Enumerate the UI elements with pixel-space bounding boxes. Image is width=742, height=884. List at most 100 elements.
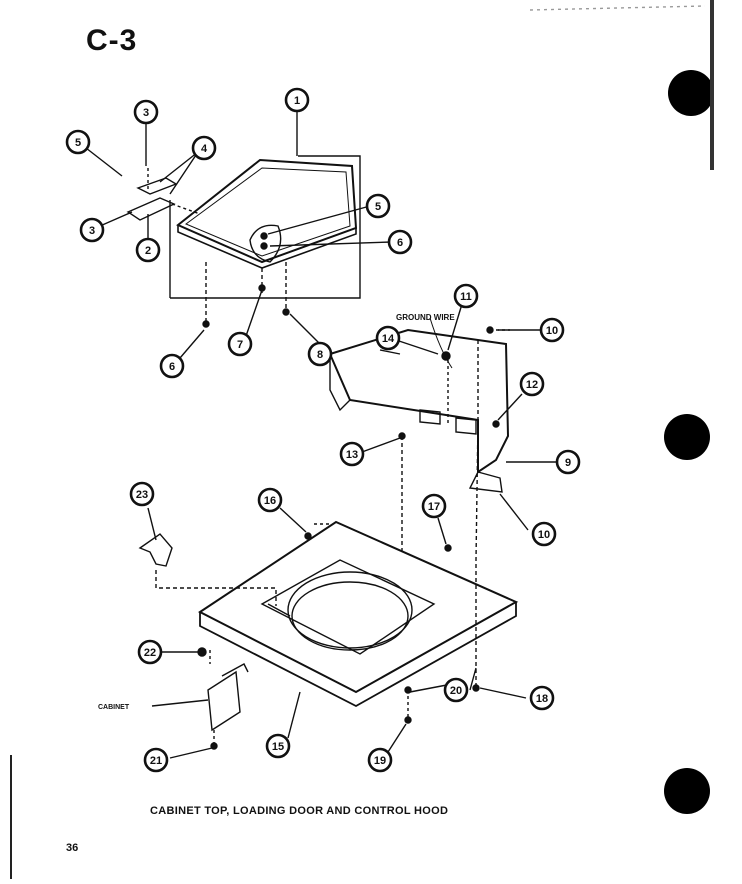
- leader-17: [437, 517, 447, 545]
- callout-circle: [65, 129, 91, 155]
- screw-12: [492, 420, 500, 428]
- control-hood: [328, 328, 510, 474]
- screw-6: [202, 320, 210, 328]
- callout-circle: [539, 317, 565, 343]
- callout-circle: [453, 283, 479, 309]
- cabinet-bracket: [207, 670, 241, 732]
- leader-19: [387, 723, 407, 753]
- leader-20-alt: [469, 667, 477, 691]
- callout-9: 9: [555, 449, 581, 475]
- callout-circle: [137, 639, 163, 665]
- ground-screw-14: [441, 351, 451, 361]
- hinge-dash: [171, 203, 201, 215]
- callout-circle: [79, 217, 105, 243]
- margin-line: [10, 755, 12, 879]
- callout-13: 13: [339, 441, 365, 467]
- leader-4: [159, 151, 199, 195]
- figure-caption: CABINET TOP, LOADING DOOR AND CONTROL HO…: [150, 805, 449, 817]
- callout-8: 8: [307, 341, 333, 367]
- callout-number: 10: [546, 325, 558, 337]
- screw-17: [444, 544, 452, 552]
- callout-3: 3: [133, 99, 159, 125]
- callout-circle: [443, 677, 469, 703]
- screw-16: [304, 532, 312, 540]
- callout-16: 16: [257, 487, 283, 513]
- callout-number: 22: [144, 647, 156, 659]
- dash-10: [475, 340, 479, 686]
- callout-4: 4: [191, 135, 217, 161]
- callout-19: 19: [367, 747, 393, 773]
- leader-8: [289, 313, 321, 345]
- callout-number: 11: [460, 291, 472, 303]
- callout-circle: [143, 747, 169, 773]
- leader-6a: [269, 241, 393, 247]
- callout-number: 10: [538, 529, 550, 541]
- callout-number: 21: [150, 755, 162, 767]
- callout-22: 22: [137, 639, 163, 665]
- callout-circle: [339, 441, 365, 467]
- hood-bracket: [468, 471, 503, 493]
- screw-18: [472, 684, 480, 692]
- callout-23: 23: [129, 481, 155, 507]
- callout-number: 8: [317, 349, 323, 361]
- leader-13: [361, 437, 401, 453]
- callout-number: 17: [428, 501, 440, 513]
- callout-circle: [307, 341, 333, 367]
- callout-6: 6: [159, 353, 185, 379]
- leader-5a: [85, 147, 123, 177]
- scan-noise: [529, 5, 706, 11]
- callout-number: 6: [169, 361, 175, 373]
- ground-wire: [429, 317, 453, 369]
- leader-5b: [267, 205, 371, 235]
- callout-circle: [531, 521, 557, 547]
- leader-11: [447, 303, 463, 351]
- callout-circle: [284, 87, 310, 113]
- callout-circle: [519, 371, 545, 397]
- callout-circle: [421, 493, 447, 519]
- callout-number: 4: [201, 143, 208, 155]
- callout-circle: [367, 747, 393, 773]
- callout-circle: [133, 99, 159, 125]
- callout-number: 7: [237, 339, 243, 351]
- bracket-clip: [221, 663, 249, 677]
- callout-number: 12: [526, 379, 538, 391]
- screw-13: [398, 432, 406, 440]
- callout-6: 6: [387, 229, 413, 255]
- lid-switch-23: [138, 533, 173, 567]
- callout-2: 2: [135, 237, 161, 263]
- callout-number: 3: [89, 225, 95, 237]
- leader-12: [497, 393, 523, 421]
- loading-door-inner: [184, 167, 351, 257]
- binder-hole-middle: [664, 414, 710, 460]
- callout-number: 6: [397, 237, 403, 249]
- callout-circle: [529, 685, 555, 711]
- callout-number: 16: [264, 495, 276, 507]
- callout-number: 23: [136, 489, 148, 501]
- callout-21: 21: [143, 747, 169, 773]
- leader-16a: [279, 507, 307, 533]
- door-fastener-6: [260, 242, 268, 250]
- callout-number: 2: [145, 245, 151, 257]
- callout-circle: [265, 733, 291, 759]
- tub-opening-inner: [291, 581, 409, 651]
- callout-10: 10: [531, 521, 557, 547]
- callout-circle: [227, 331, 253, 357]
- leader-15: [287, 691, 301, 739]
- screw-19: [404, 716, 412, 724]
- callout-1: 1: [284, 87, 310, 113]
- cabinet-opening: [260, 559, 436, 655]
- callout-number: 5: [75, 137, 81, 149]
- callout-number: 13: [346, 449, 358, 461]
- callout-number: 14: [382, 333, 395, 345]
- dash-23: [155, 570, 277, 606]
- callout-circle: [191, 135, 217, 161]
- screw-10-top: [486, 326, 494, 334]
- callout-number: 3: [143, 107, 149, 119]
- leader-23: [147, 507, 157, 541]
- callout-12: 12: [519, 371, 545, 397]
- hinge: [136, 177, 178, 195]
- hood-slot-1: [419, 409, 441, 425]
- callout-circle: [159, 353, 185, 379]
- callout-number: 20: [450, 685, 462, 697]
